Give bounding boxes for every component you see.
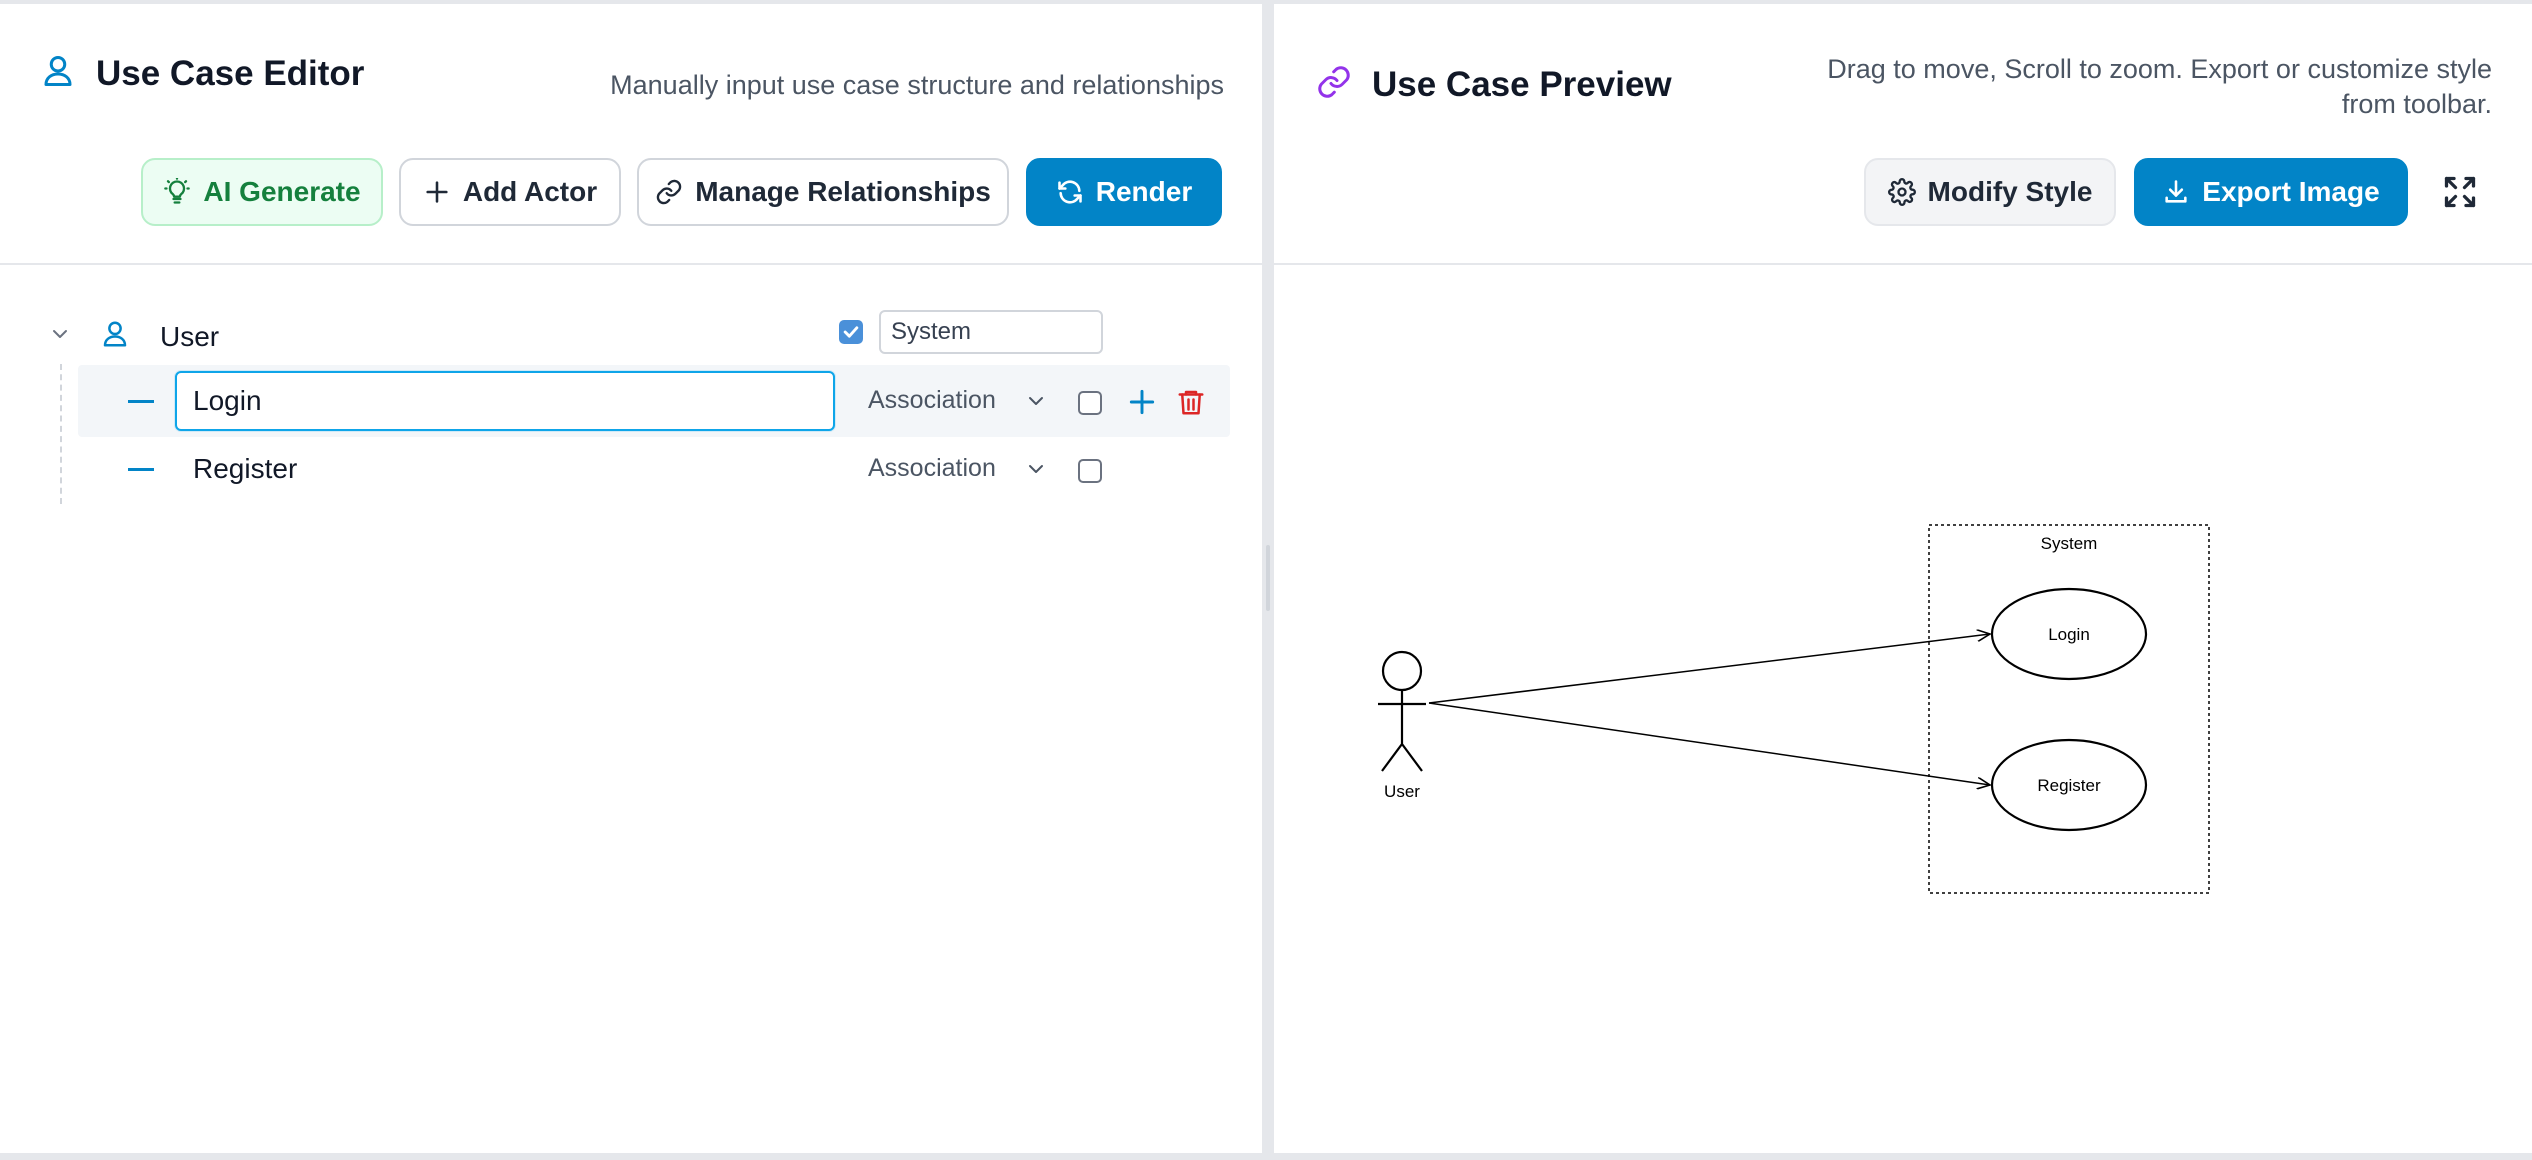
use-case-checkbox[interactable] [1078,391,1102,415]
use-case-login-label: Login [2048,625,2090,644]
export-image-label: Export Image [2202,176,2380,207]
bottom-border [0,1153,2532,1160]
top-border [0,0,2532,4]
refresh-icon [1056,178,1084,206]
use-case-editor-panel: Use Case Editor Manually input use case … [0,4,1262,1153]
actor-figure [1378,650,1426,772]
relationship-value: Association [868,454,996,482]
minus-icon [128,400,154,403]
add-actor-button[interactable]: Add Actor [399,158,621,226]
association-arrow-register [1428,702,1990,785]
tree-connector-line [60,364,62,504]
use-case-name-input[interactable] [175,371,835,431]
association-arrow-login [1428,634,1990,704]
add-actor-label: Add Actor [462,176,598,207]
use-case-register [1990,738,2148,832]
link-icon [1316,64,1352,105]
system-boundary [1928,524,2210,894]
render-button[interactable]: Render [1026,158,1222,226]
manage-relationships-button[interactable]: Manage Relationships [637,158,1009,226]
gear-icon [1887,178,1916,206]
ai-generate-button[interactable]: AI Generate [141,158,383,226]
plus-icon [423,178,451,206]
preview-title-row: Use Case Preview [1316,64,1672,105]
editor-title: Use Case Editor [96,53,365,93]
use-case-login [1990,587,2148,681]
editor-title-row: Use Case Editor [40,52,364,95]
lightbulb-icon [163,178,191,206]
modify-style-label: Modify Style [1927,176,2093,207]
user-icon [40,52,76,95]
editor-subtitle: Manually input use case structure and re… [610,70,1224,100]
download-icon [2162,178,2190,206]
actor-row[interactable]: User [48,318,219,355]
modify-style-button[interactable]: Modify Style [1864,158,2116,226]
use-case-register-label: Register [2037,776,2101,795]
actor-name[interactable]: User [160,320,220,352]
chevron-down-icon [1024,457,1048,481]
relationship-select[interactable]: Association [868,386,1048,415]
system-boundary-label: System [2041,534,2098,553]
chevron-down-icon[interactable] [48,322,72,351]
relationship-value: Association [868,386,996,414]
actor-label: User [1384,782,1420,801]
use-case-checkbox[interactable] [1078,459,1102,483]
actor-user-icon [100,318,130,355]
manage-relationships-label: Manage Relationships [695,176,991,207]
boundary-checkbox[interactable] [839,320,863,344]
use-case-preview-panel: Use Case Preview Drag to move, Scroll to… [1274,4,2532,1153]
use-case-name-input[interactable] [175,439,835,499]
use-case-diagram[interactable]: System User Login Register [1274,4,2532,1153]
delete-icon[interactable] [1176,386,1206,423]
editor-header: Use Case Editor Manually input use case … [0,4,1262,265]
chevron-down-icon [1024,389,1048,413]
splitter-handle[interactable] [1266,545,1270,611]
add-icon[interactable] [1126,386,1158,423]
boundary-name-input[interactable] [879,310,1103,354]
preview-title: Use Case Preview [1372,64,1672,104]
link-icon [655,178,683,206]
preview-header: Use Case Preview Drag to move, Scroll to… [1274,4,2532,265]
minus-icon [128,468,154,471]
export-image-button[interactable]: Export Image [2134,158,2408,226]
preview-hint: Drag to move, Scroll to zoom. Export or … [1827,54,2492,119]
relationship-select[interactable]: Association [868,454,1048,483]
fullscreen-icon[interactable] [2442,174,2478,215]
render-label: Render [1095,176,1193,207]
ai-generate-label: AI Generate [203,176,361,207]
